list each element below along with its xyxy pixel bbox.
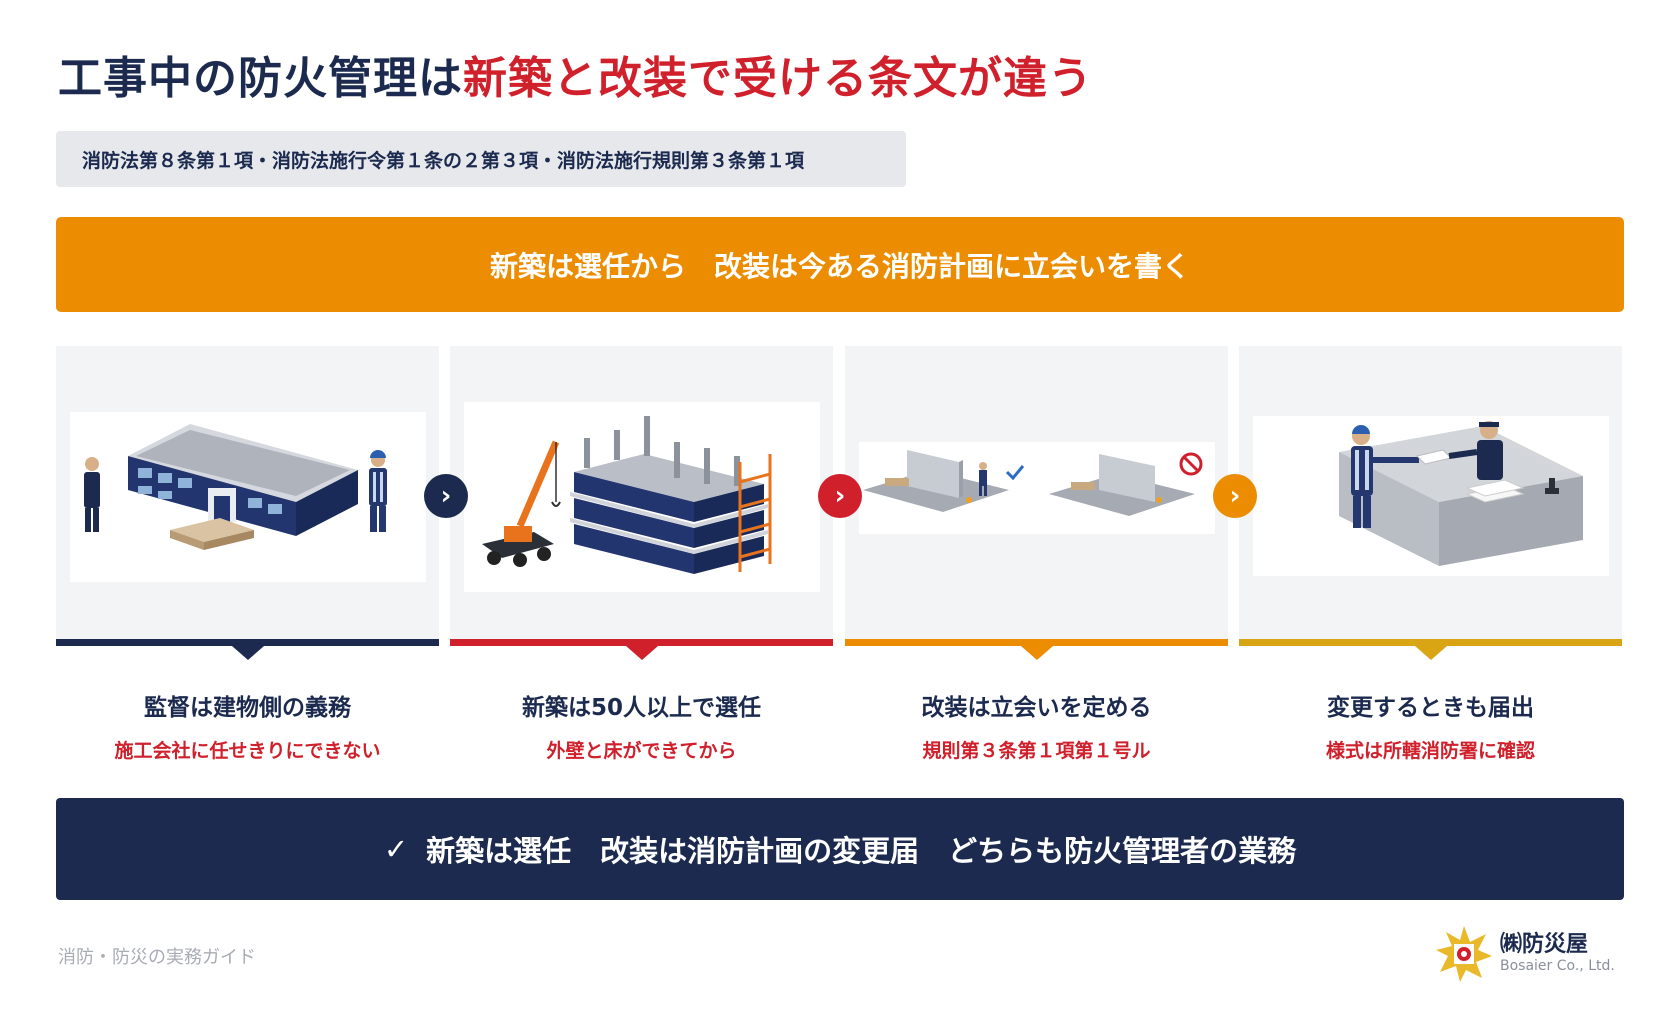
fire-station-counter-illustration — [1253, 416, 1609, 576]
law-reference: 消防法第８条第１項・消防法施行令第１条の２第３項・消防法施行規則第３条第１項 — [56, 131, 906, 187]
caption-heading: 改装は立会いを定める — [921, 695, 1152, 721]
company-logo-icon — [1434, 924, 1494, 984]
accent-bar — [1239, 639, 1622, 660]
chevron-right-icon: › — [1213, 474, 1257, 518]
notch-marker — [231, 646, 264, 660]
notch-marker — [1414, 646, 1447, 660]
company-name: ㈱防災屋 — [1500, 932, 1589, 957]
construction-site-illustration — [464, 402, 820, 592]
notch-marker — [1020, 646, 1053, 660]
summary-banner: ✓ 新築は選任 改装は消防計画の変更届 どちらも防火管理者の業務 — [56, 798, 1624, 900]
caption-sub: 外壁と床ができてから — [546, 740, 737, 762]
caption-new-construction: 新築は50人以上で選任 外壁と床ができてから — [450, 688, 833, 763]
renovation-illustration — [859, 442, 1215, 534]
card-change-notice — [1239, 346, 1622, 660]
accent-bar — [845, 639, 1228, 660]
check-icon: ✓ — [383, 832, 409, 866]
site-name: 消防・防災の実務ガイド — [58, 947, 256, 968]
page-title: 工事中の防火管理は新築と改装で受ける条文が違う — [58, 42, 1093, 106]
notch-marker — [625, 646, 658, 660]
company-name-en: Bosaier Co., Ltd. — [1500, 958, 1615, 974]
title-part-1: 工事中の防火管理は — [58, 53, 463, 104]
caption-sub: 様式は所轄消防署に確認 — [1325, 740, 1535, 762]
title-part-2: 新築と改装で受ける条文が違う — [463, 53, 1093, 104]
caption-sub: 規則第３条第１項第１号ル — [922, 740, 1151, 762]
accent-bar — [450, 639, 833, 660]
caption-supervision: 監督は建物側の義務 施工会社に任せきりにできない — [56, 688, 439, 763]
chevron-right-icon: › — [818, 474, 862, 518]
caption-change-notice: 変更するときも届出 様式は所轄消防署に確認 — [1239, 688, 1622, 763]
office-building-illustration — [70, 412, 426, 582]
summary-text: 新築は選任 改装は消防計画の変更届 どちらも防火管理者の業務 — [426, 834, 1297, 868]
chevron-right-icon: › — [424, 474, 468, 518]
caption-heading: 監督は建物側の義務 — [144, 695, 351, 721]
caption-renovation: 改装は立会いを定める 規則第３条第１項第１号ル — [845, 688, 1228, 763]
card-supervision — [56, 346, 439, 660]
key-message-banner: 新築は選任から 改装は今ある消防計画に立会いを書く — [56, 217, 1624, 312]
card-renovation — [845, 346, 1228, 660]
card-new-construction — [450, 346, 833, 660]
accent-bar — [56, 639, 439, 660]
caption-heading: 新築は50人以上で選任 — [521, 695, 761, 721]
caption-sub: 施工会社に任せきりにできない — [114, 740, 381, 762]
caption-heading: 変更するときも届出 — [1327, 695, 1534, 721]
